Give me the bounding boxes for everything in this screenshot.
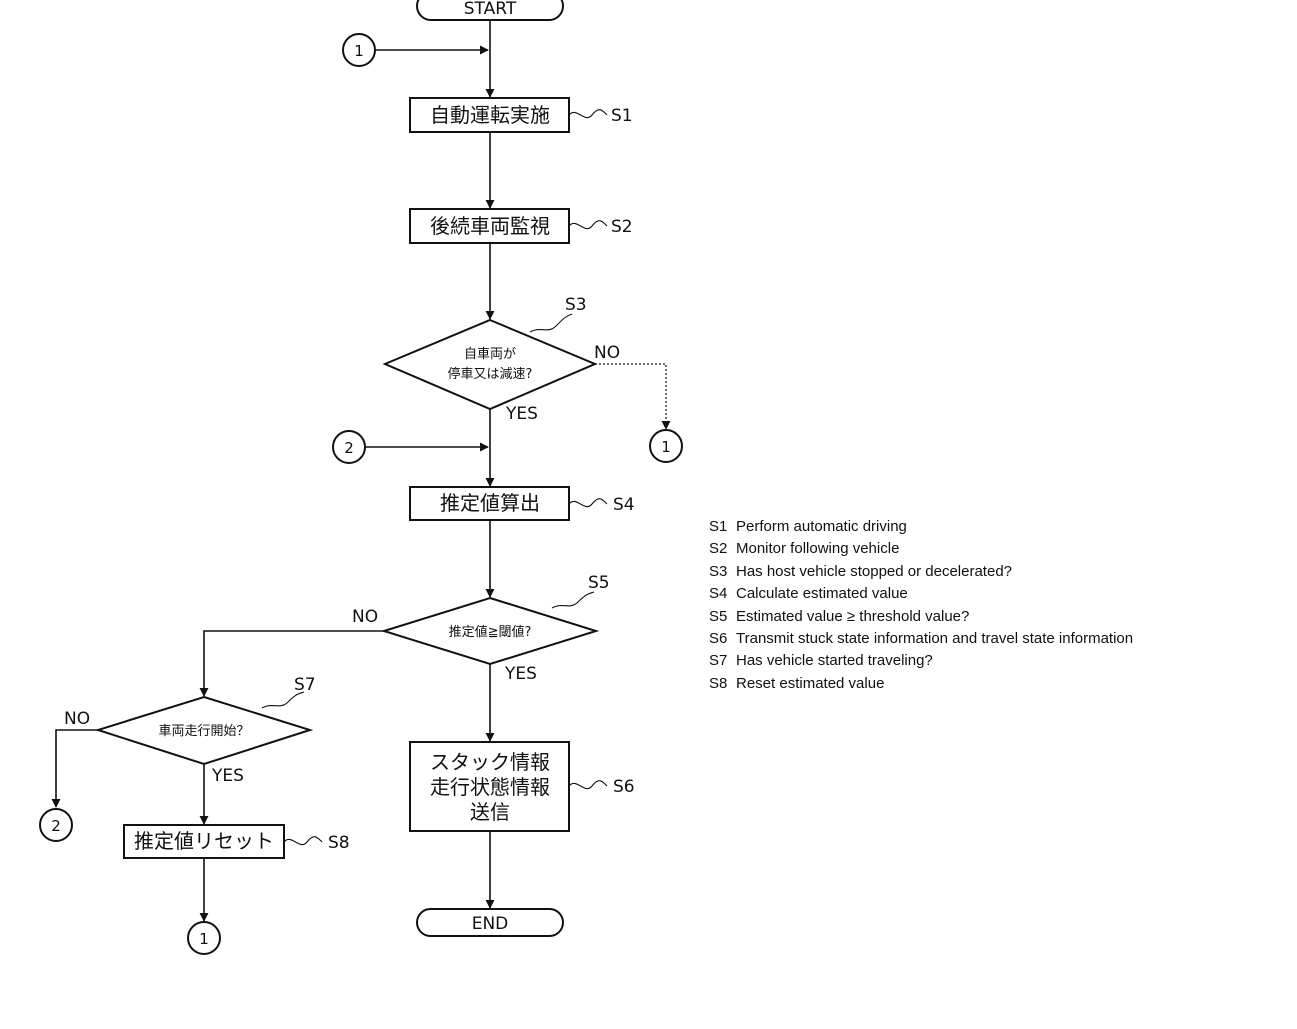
decision-s5-id: S5: [588, 573, 610, 593]
end-terminal: END: [417, 909, 563, 936]
decision-s7-text: 車両走行開始？: [158, 724, 249, 739]
end-label: END: [472, 914, 509, 934]
connector-1-s3: 1: [650, 430, 682, 462]
decision-s7: 車両走行開始？: [98, 697, 310, 764]
legend-item: S1Perform automatic driving: [709, 516, 1133, 538]
legend-text: Transmit stuck state information and tra…: [736, 630, 1133, 647]
legend-id: S7: [709, 650, 736, 672]
step-s8-id: S8: [328, 833, 350, 853]
connector-1-s8-label: 1: [199, 930, 209, 948]
step-s4-text: 推定値算出: [440, 491, 540, 515]
step-legend: S1Perform automatic driving S2Monitor fo…: [709, 516, 1133, 695]
decision-s3-no: NO: [594, 343, 620, 363]
legend-text: Monitor following vehicle: [736, 540, 899, 557]
step-s2-id: S2: [611, 217, 633, 237]
step-s8-text: 推定値リセット: [134, 829, 274, 853]
decision-s5-text: 推定値≧閾値?: [449, 624, 532, 640]
step-s1-text: 自動運転実施: [430, 103, 550, 127]
step-s1: 自動運転実施: [410, 98, 569, 132]
legend-text: Has vehicle started traveling?: [736, 652, 933, 669]
decision-s5: 推定値≧閾値?: [384, 598, 596, 664]
decision-s3-line2: 停車又は減速?: [448, 366, 533, 382]
legend-text: Estimated value ≥ threshold value?: [736, 608, 969, 625]
legend-id: S1: [709, 516, 736, 538]
step-s4-id: S4: [613, 495, 635, 515]
legend-id: S4: [709, 583, 736, 605]
legend-item: S4Calculate estimated value: [709, 583, 1133, 605]
decision-s7-yes: YES: [211, 766, 244, 786]
legend-item: S2Monitor following vehicle: [709, 538, 1133, 560]
step-s6-line1: スタック情報: [430, 750, 550, 774]
connector-2-s7-label: 2: [51, 817, 61, 835]
legend-item: S5Estimated value ≥ threshold value?: [709, 606, 1133, 628]
connector-2-mid: 2: [333, 431, 365, 463]
legend-text: Perform automatic driving: [736, 518, 907, 535]
legend-id: S5: [709, 606, 736, 628]
decision-s3: 自車両が 停車又は減速?: [385, 320, 595, 409]
legend-text: Reset estimated value: [736, 675, 884, 692]
step-s6: スタック情報 走行状態情報 送信: [410, 742, 569, 831]
connector-2-s7: 2: [40, 809, 72, 841]
decision-s3-id: S3: [565, 295, 587, 315]
step-s6-line3: 送信: [470, 800, 510, 824]
decision-s3-yes: YES: [505, 404, 538, 424]
connector-2-mid-label: 2: [344, 439, 354, 457]
step-s6-line2: 走行状態情報: [430, 775, 550, 799]
legend-id: S3: [709, 561, 736, 583]
legend-text: Calculate estimated value: [736, 585, 908, 602]
decision-s5-yes: YES: [504, 664, 537, 684]
step-s6-id: S6: [613, 777, 635, 797]
legend-id: S8: [709, 673, 736, 695]
arrow-s7-no: [56, 730, 98, 807]
legend-item: S8Reset estimated value: [709, 673, 1133, 695]
legend-item: S6Transmit stuck state information and t…: [709, 628, 1133, 650]
step-s4: 推定値算出: [410, 487, 569, 520]
start-terminal: START: [417, 0, 563, 20]
decision-s7-id: S7: [294, 675, 316, 695]
decision-s7-no: NO: [64, 709, 90, 729]
decision-s3-line1: 自車両が: [464, 347, 516, 362]
legend-item: S3Has host vehicle stopped or decelerate…: [709, 561, 1133, 583]
arrow-s3-no: [595, 364, 666, 429]
legend-id: S6: [709, 628, 736, 650]
start-label: START: [464, 0, 517, 19]
decision-s5-no: NO: [352, 607, 378, 627]
step-s2: 後続車両監視: [410, 209, 569, 243]
connector-1-top: 1: [343, 34, 375, 66]
legend-text: Has host vehicle stopped or decelerated?: [736, 563, 1012, 580]
connector-1-top-label: 1: [354, 42, 364, 60]
legend-id: S2: [709, 538, 736, 560]
step-s1-id: S1: [611, 106, 633, 126]
connector-1-s8: 1: [188, 922, 220, 954]
legend-item: S7Has vehicle started traveling?: [709, 650, 1133, 672]
step-s8: 推定値リセット: [124, 825, 284, 858]
connector-1-s3-label: 1: [661, 438, 671, 456]
step-s2-text: 後続車両監視: [430, 214, 550, 238]
